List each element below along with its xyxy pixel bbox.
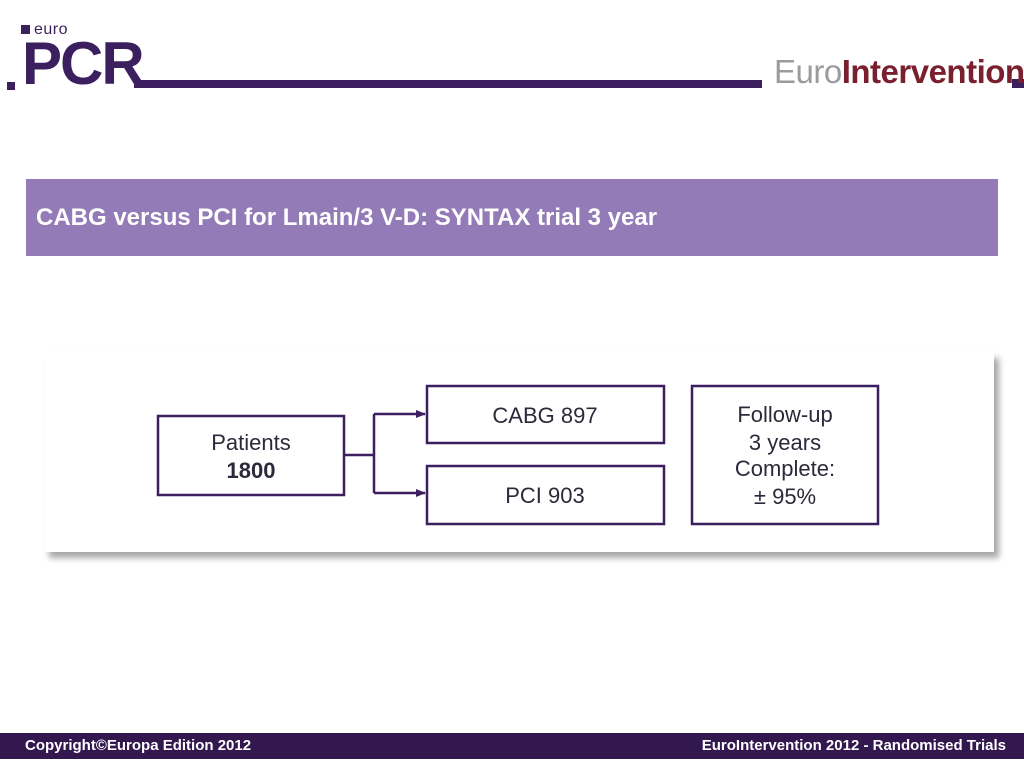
trial-flow-diagram: Patients 1800 CABG 897 PCI 903 Follow-up… — [44, 352, 994, 552]
slide-title: CABG versus PCI for Lmain/3 V-D: SYNTAX … — [36, 204, 658, 231]
logo-euro-text: euro — [34, 21, 69, 38]
footer-bar: Copyright©Europa Edition 2012 EuroInterv… — [0, 733, 1024, 759]
header-dot-right — [1012, 79, 1024, 88]
cabg-box — [425, 384, 666, 445]
patients-count: 1800 — [227, 458, 276, 483]
followup-line-3: Complete: — [735, 456, 835, 481]
followup-box — [690, 384, 880, 526]
brand-bold-text: Intervention — [841, 53, 1024, 90]
flow-diagram-svg: Patients 1800 CABG 897 PCI 903 Follow-up… — [156, 384, 880, 526]
followup-line-1: Follow-up — [737, 402, 832, 427]
cabg-arm-label: CABG 897 — [492, 403, 597, 428]
followup-line-4: ± 95% — [754, 484, 816, 509]
patients-label: Patients — [211, 430, 291, 455]
patients-box — [156, 414, 346, 497]
header-dot-left — [7, 82, 15, 90]
square-icon — [21, 25, 30, 34]
europcr-logo-small: euro — [21, 21, 68, 39]
followup-line-2: 3 years — [749, 430, 821, 455]
pci-box — [425, 464, 666, 526]
brand-light-text: Euro — [774, 53, 842, 90]
footer-copyright: Copyright©Europa Edition 2012 — [25, 737, 252, 754]
pci-arm-label: PCI 903 — [505, 483, 585, 508]
europcr-logo: PCR — [22, 30, 145, 97]
title-banner: CABG versus PCI for Lmain/3 V-D: SYNTAX … — [26, 179, 998, 256]
footer-series-title: EuroIntervention 2012 - Randomised Trial… — [701, 737, 1006, 754]
eurointervention-logo: EuroIntervention — [774, 52, 1024, 92]
header-rule — [134, 80, 762, 88]
